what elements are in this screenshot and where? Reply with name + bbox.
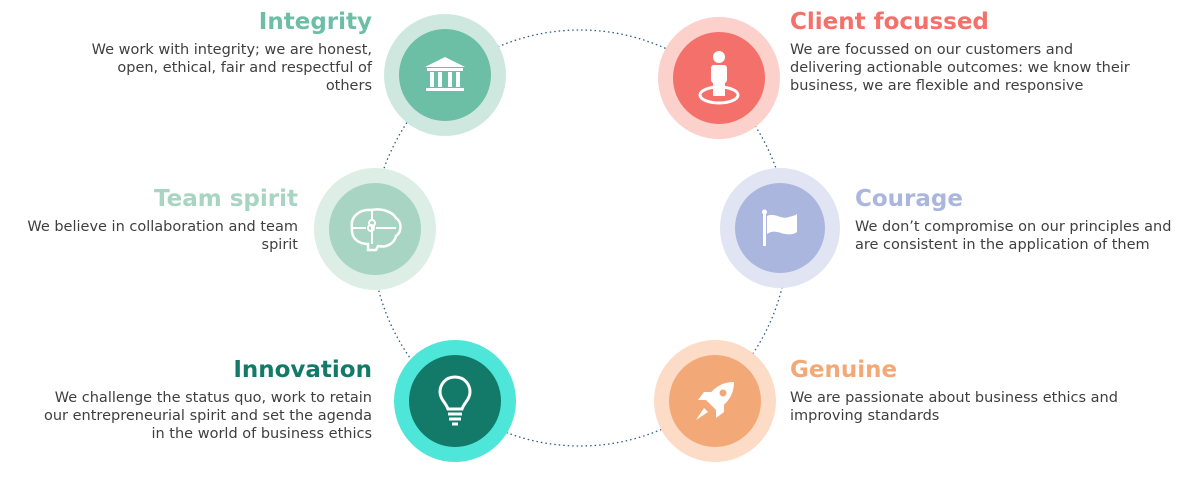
courage-block: Courage We don’t compromise on our princ… xyxy=(855,186,1183,254)
client-focussed-node xyxy=(658,17,780,139)
courage-title: Courage xyxy=(855,186,963,212)
integrity-block: Integrity We work with integrity; we are… xyxy=(70,9,372,95)
flag-icon xyxy=(759,208,801,248)
genuine-node xyxy=(654,340,776,462)
person-target-icon xyxy=(696,50,742,106)
innovation-block: Innovation We challenge the status quo, … xyxy=(40,357,372,443)
innovation-description: We challenge the status quo, work to ret… xyxy=(44,390,372,442)
integrity-title: Integrity xyxy=(258,9,372,35)
team-spirit-description: We believe in collaboration and team spi… xyxy=(27,219,298,253)
client-focussed-description: We are focussed on our customers and del… xyxy=(790,42,1130,94)
client-focussed-title: Client focussed xyxy=(790,9,989,35)
courage-node xyxy=(720,168,840,288)
puzzle-brain-icon xyxy=(346,206,404,252)
team-spirit-title: Team spirit xyxy=(154,186,298,212)
genuine-block: Genuine We are passionate about business… xyxy=(790,357,1120,425)
integrity-description: We work with integrity; we are honest, o… xyxy=(91,42,372,94)
genuine-description: We are passionate about business ethics … xyxy=(790,390,1118,424)
rocket-icon xyxy=(692,378,738,424)
integrity-node xyxy=(384,14,506,136)
lightbulb-icon xyxy=(437,374,473,428)
team-spirit-node xyxy=(314,168,436,290)
innovation-node xyxy=(394,340,516,462)
client-focussed-block: Client focussed We are focussed on our c… xyxy=(790,9,1130,95)
bank-icon xyxy=(423,55,467,95)
team-spirit-block: Team spirit We believe in collaboration … xyxy=(0,186,298,254)
courage-description: We don’t compromise on our principles an… xyxy=(855,219,1172,253)
innovation-title: Innovation xyxy=(233,357,372,383)
genuine-title: Genuine xyxy=(790,357,898,383)
